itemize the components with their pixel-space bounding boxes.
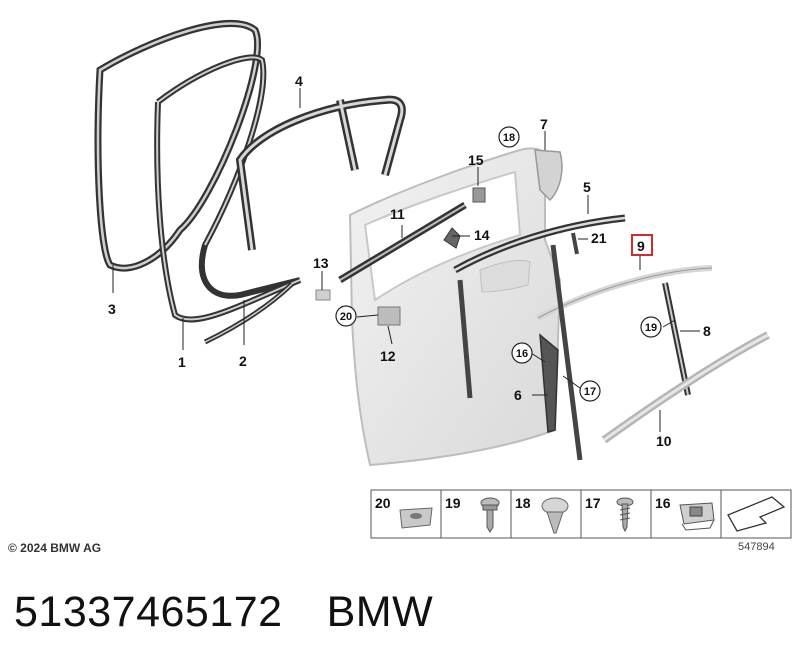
callout-4: 4 xyxy=(295,73,303,89)
arrow-icon xyxy=(727,496,786,532)
leader-lines xyxy=(112,88,700,432)
svg-text:20: 20 xyxy=(340,311,352,323)
callout-19: 19 xyxy=(640,316,662,338)
callout-9: 9 xyxy=(637,238,645,254)
svg-text:19: 19 xyxy=(645,322,657,334)
window-frame-rear xyxy=(457,244,583,461)
window-guide-trim xyxy=(536,265,713,321)
svg-text:18: 18 xyxy=(503,132,515,144)
b-pillar-trim xyxy=(539,333,559,433)
callout-12: 12 xyxy=(380,348,396,364)
expanding-rivet-icon xyxy=(541,497,569,534)
legend-num-19: 19 xyxy=(445,495,461,511)
callout-11: 11 xyxy=(390,206,405,222)
spacer-part xyxy=(571,232,579,255)
door-seal-inner xyxy=(154,54,302,323)
callout-20: 20 xyxy=(335,305,357,327)
legend-num-17: 17 xyxy=(585,495,601,511)
callout-8: 8 xyxy=(703,323,711,339)
image-id: 547894 xyxy=(738,541,775,553)
callout-3: 3 xyxy=(108,301,116,317)
callout-6: 6 xyxy=(514,387,522,403)
callout-7: 7 xyxy=(540,116,548,132)
callout-1: 1 xyxy=(178,354,186,370)
callout-9-highlight xyxy=(631,234,653,256)
clip-part xyxy=(472,187,486,203)
parts-diagram: 1 2 3 4 5 6 7 8 10 11 12 13 14 15 21 9 1… xyxy=(94,20,792,539)
self-tapping-screw-icon xyxy=(616,497,634,533)
svg-text:17: 17 xyxy=(584,386,596,398)
callout-16: 16 xyxy=(511,342,533,364)
copyright-text: © 2024 BMW AG xyxy=(8,541,102,555)
small-clip-part xyxy=(315,289,331,301)
callout-18: 18 xyxy=(498,126,520,148)
part-number: 51337465172 xyxy=(14,588,283,636)
callout-2: 2 xyxy=(239,353,247,369)
legend-num-20: 20 xyxy=(375,495,391,511)
clip-nut-icon xyxy=(399,507,433,529)
callout-10: 10 xyxy=(656,433,672,449)
legend-num-18: 18 xyxy=(515,495,531,511)
callout-15: 15 xyxy=(468,152,484,168)
callout-13: 13 xyxy=(313,255,329,271)
legend-num-16: 16 xyxy=(655,495,671,511)
callout-5: 5 xyxy=(583,179,591,195)
part-info: 51337465172 BMW xyxy=(14,588,477,637)
flanged-screw-icon xyxy=(480,497,500,533)
callout-21: 21 xyxy=(591,230,607,246)
brand-name: BMW xyxy=(326,588,434,636)
fastener-legend: 20 19 18 17 16 xyxy=(370,489,792,539)
callout-17: 17 xyxy=(579,380,601,402)
corner-cover xyxy=(534,149,563,202)
callout-14: 14 xyxy=(474,227,490,243)
svg-text:16: 16 xyxy=(516,348,528,360)
spring-clip-icon xyxy=(679,502,715,531)
handle-bracket-part xyxy=(377,306,401,326)
